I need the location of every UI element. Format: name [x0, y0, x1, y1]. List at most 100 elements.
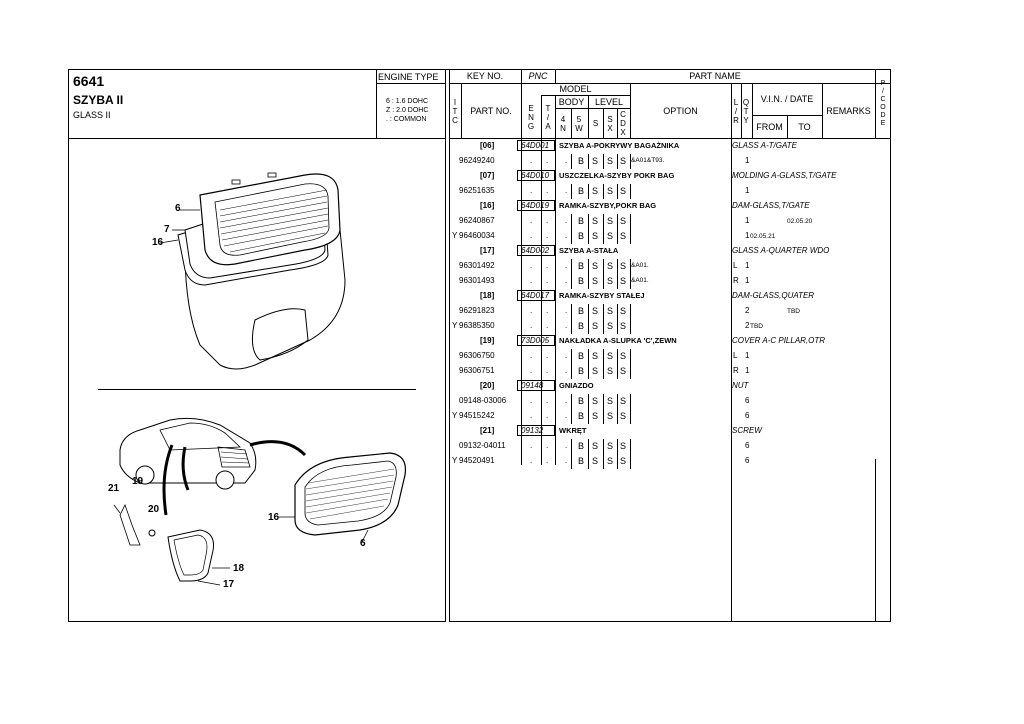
itc-label: I T C — [452, 97, 458, 125]
pnc-code: 64D002 — [521, 246, 550, 255]
level-cdx-cell: S — [620, 231, 627, 241]
callout-7-top: 7 — [164, 224, 170, 235]
row-sep-w5 — [571, 154, 572, 169]
ta-cell: . — [546, 321, 549, 330]
row-sep-s — [588, 439, 589, 454]
body-4n-cell: . — [565, 456, 568, 465]
qty-cell: 1 — [745, 351, 750, 360]
row-sep-cdx — [617, 349, 618, 364]
row-sep-option — [630, 259, 631, 274]
level-s-cell: S — [592, 411, 599, 421]
level-s-cell: S — [592, 456, 599, 466]
qty-cell: 2 — [745, 306, 750, 315]
key-no: [17] — [480, 246, 495, 255]
callout-16-bottom: 16 — [268, 512, 280, 523]
hdr-col-lr — [731, 83, 732, 139]
row-sep-option — [630, 394, 631, 409]
level-cdx-cell: S — [620, 261, 627, 271]
qty-cell: 6 — [745, 411, 750, 420]
ta-cell: . — [546, 351, 549, 360]
part-name-pl: USZCZELKA-SZYBY POKR BAG — [559, 171, 675, 180]
row-sep-sx — [603, 409, 604, 424]
level-s-cell: S — [592, 156, 599, 166]
qty-cell: 1 — [745, 261, 750, 270]
key-no: [06] — [480, 141, 495, 150]
col-line-eng — [521, 139, 522, 465]
callout-19: 19 — [132, 476, 144, 487]
eng-cell: . — [530, 351, 533, 360]
engine-type-label: ENGINE TYPE — [378, 72, 439, 82]
level-cdx-cell: S — [620, 321, 627, 331]
level-sx-cell: S — [607, 231, 614, 241]
pnc-code: 73D005 — [521, 336, 550, 345]
body-label: BODY — [558, 96, 585, 107]
eng-cell: . — [530, 411, 533, 420]
hdr-col-pcode — [875, 69, 876, 139]
frame-left — [68, 69, 69, 622]
row-sep-s — [588, 259, 589, 274]
level-s-cell: S — [592, 216, 599, 226]
row-sep-option — [630, 409, 631, 424]
row-sep-cdx — [617, 439, 618, 454]
body-4n-cell: . — [565, 366, 568, 375]
level-sx-cell: S — [607, 186, 614, 196]
pnc-box — [517, 290, 555, 301]
level-sx-cell: S — [607, 276, 614, 286]
hdr-line-83 — [449, 83, 890, 84]
body-5w-cell: B — [578, 411, 585, 421]
body-4n-cell: . — [565, 321, 568, 330]
pnc-label: PNC — [528, 71, 548, 81]
level-sx-cell: S — [607, 396, 614, 406]
part-no: 94515242 — [459, 411, 495, 420]
hdr-col-ta — [555, 95, 556, 139]
pnc-box — [517, 335, 555, 346]
row-sep-w5 — [571, 184, 572, 199]
ta-cell: . — [546, 441, 549, 450]
eng-cell: . — [530, 186, 533, 195]
level-col-s: S — [592, 119, 599, 128]
row-sep-w5 — [571, 394, 572, 409]
engine-line-3: . : COMMON — [386, 116, 427, 123]
row-sep-s — [588, 454, 589, 469]
pnc-code: 09148 — [521, 381, 544, 390]
key-no: [07] — [480, 171, 495, 180]
level-sx-cell: S — [607, 366, 614, 376]
level-sx-cell: S — [607, 351, 614, 361]
row-sep-s — [588, 229, 589, 244]
part-name-pl: RAMKA-SZYBY,POKR BAG — [559, 201, 657, 210]
body-4n-cell: . — [565, 411, 568, 420]
row-sep-sx — [603, 319, 604, 334]
row-sep-w5 — [571, 454, 572, 469]
engine-line-2: Z : 2.0 DOHC — [386, 107, 429, 114]
option-cell: &A01&T93. — [631, 157, 665, 164]
part-name-en: GLASS A-QUARTER WDO — [732, 246, 830, 255]
level-cdx-cell: S — [620, 411, 627, 421]
hdr-col-remarks — [822, 83, 823, 139]
row-sep-cdx — [617, 184, 618, 199]
part-no: 94520491 — [459, 456, 495, 465]
from-cell: TBD — [750, 323, 763, 330]
level-cdx-cell: S — [620, 456, 627, 466]
part-no: 96240867 — [459, 216, 495, 225]
eng-cell: . — [530, 261, 533, 270]
hdr-col-pnc — [555, 69, 556, 83]
pnc-code: 64D010 — [521, 171, 550, 180]
row-sep-sx — [603, 454, 604, 469]
row-sep-option — [630, 304, 631, 319]
body-5w-cell: B — [578, 276, 585, 286]
eng-cell: . — [530, 441, 533, 450]
ta-cell: . — [546, 216, 549, 225]
lr-cell: L — [733, 261, 738, 270]
level-sx-cell: S — [607, 261, 614, 271]
row-sep-w5 — [571, 229, 572, 244]
level-sx-cell: S — [607, 321, 614, 331]
qty-cell: 6 — [745, 456, 750, 465]
part-no: 96301493 — [459, 276, 495, 285]
frame-engine-divider — [376, 83, 446, 84]
callout-6-bottom: 6 — [360, 538, 366, 549]
pnc-code: 64D001 — [521, 141, 550, 150]
part-name-pl: RAMKA-SZYBY STAŁEJ — [559, 291, 645, 300]
hdr-col-from — [752, 83, 753, 139]
part-name-en: SCREW — [732, 426, 762, 435]
qty-cell: 1 — [745, 156, 750, 165]
